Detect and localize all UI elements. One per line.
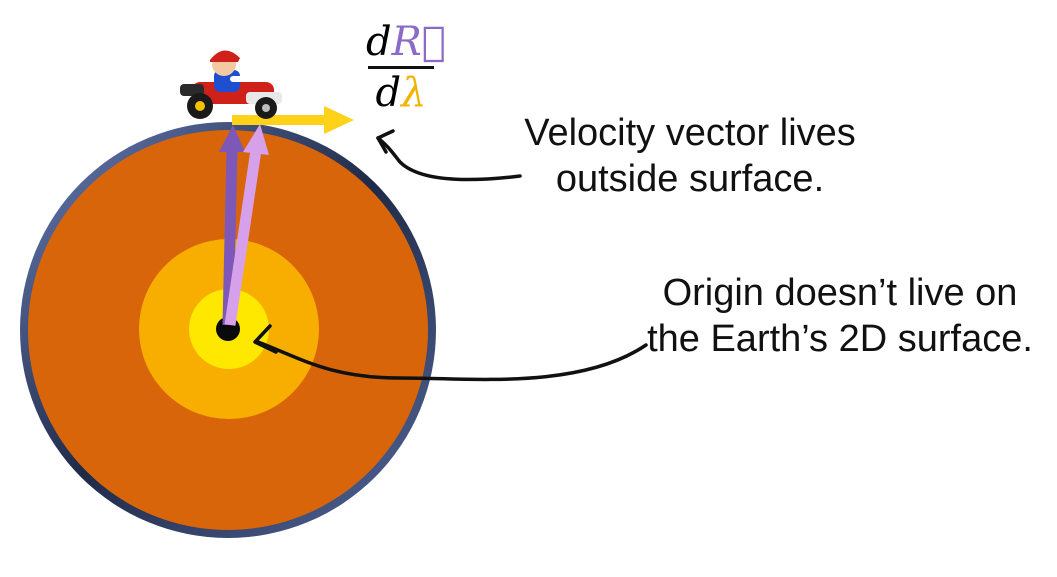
derivative-denominator: dλ xyxy=(366,71,436,115)
derivative-numerator: dR⃗ xyxy=(366,19,446,65)
velocity-vector xyxy=(232,106,354,134)
origin-annotation-line1: Origin doesn’t live on xyxy=(662,272,1018,314)
numerator-R-letter: R xyxy=(391,19,446,65)
kart-driver-picture xyxy=(180,50,282,119)
denominator-d: d xyxy=(375,70,402,116)
velocity-derivative-label: dR⃗ dλ xyxy=(366,19,446,115)
origin-annotation: Origin doesn’t live on the Earth’s 2D su… xyxy=(630,270,1050,362)
velocity-annotation-line1: Velocity vector lives xyxy=(524,112,856,154)
velocity-pointer-curve xyxy=(376,136,522,182)
velocity-annotation-line2: outside surface. xyxy=(555,158,825,200)
numerator-d: d xyxy=(366,19,392,65)
origin-pointer-curve xyxy=(256,340,648,382)
fraction-bar xyxy=(368,66,434,69)
velocity-annotation: Velocity vector lives outside surface. xyxy=(500,110,880,202)
velocity-pointer-head xyxy=(376,129,395,154)
position-vector-light xyxy=(224,124,269,326)
denominator-lambda: λ xyxy=(401,70,427,116)
origin-pointer-head xyxy=(253,324,278,354)
numerator-R: R⃗ xyxy=(392,19,446,65)
origin-annotation-line2: the Earth’s 2D surface. xyxy=(647,318,1033,360)
position-vector-dark xyxy=(219,125,245,326)
